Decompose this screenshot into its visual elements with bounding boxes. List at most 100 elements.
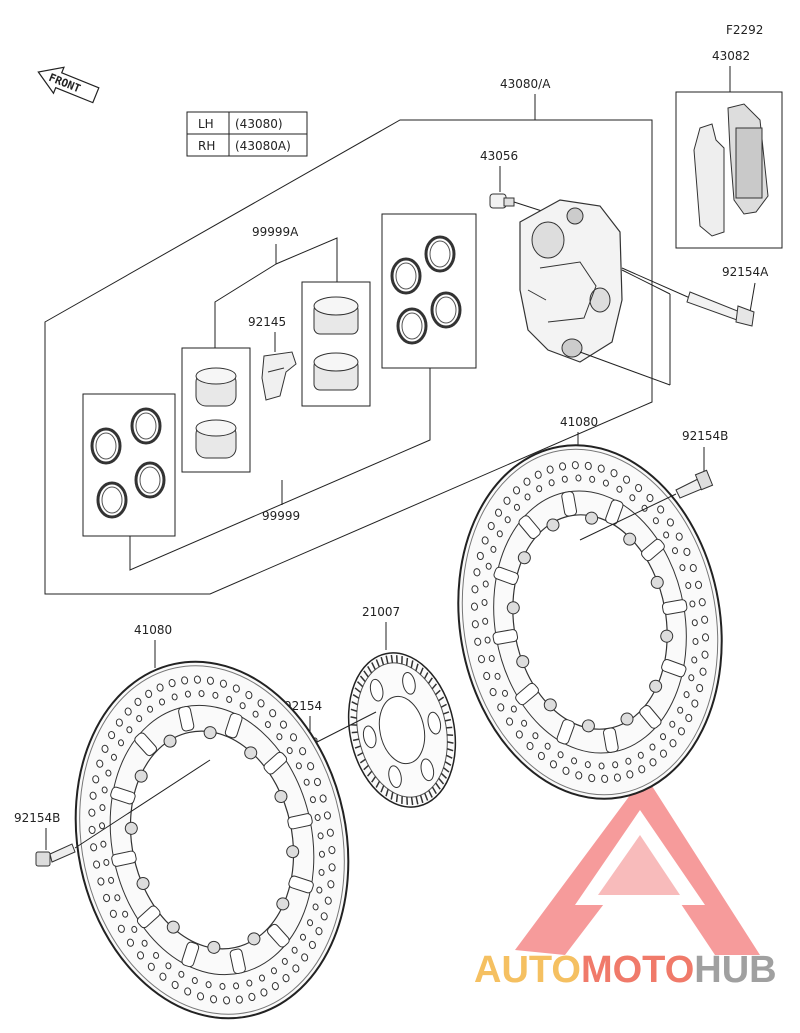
- disc-hole: [610, 469, 618, 478]
- disc-slot: [267, 923, 290, 948]
- disc-hole: [663, 531, 670, 539]
- label-99999a: 99999A: [252, 225, 299, 239]
- disc-hole: [515, 730, 523, 739]
- disc-hole: [523, 477, 531, 486]
- disc-hole: [482, 580, 489, 588]
- disc-hole: [299, 747, 307, 756]
- disc-hole: [313, 777, 321, 787]
- disc-slot: [229, 948, 246, 975]
- disc-hole: [319, 794, 327, 803]
- sensor-tooth: [356, 681, 364, 688]
- disc-hole: [328, 863, 336, 872]
- disc-button: [506, 601, 520, 615]
- disc-hole: [597, 464, 605, 473]
- disc-button: [163, 734, 177, 748]
- label-92145: 92145: [248, 315, 286, 329]
- disc-hole: [501, 689, 509, 697]
- disc-hole: [156, 683, 164, 692]
- disc-hole: [532, 732, 539, 740]
- sensor-tooth: [415, 663, 419, 672]
- disc-hole: [147, 705, 154, 713]
- sensor-tooth: [406, 796, 409, 805]
- disc-slot: [641, 538, 665, 562]
- disc-hole: [494, 672, 501, 680]
- sensor-tooth: [395, 794, 399, 803]
- disc-hole: [286, 747, 293, 755]
- disc-slot: [561, 491, 578, 517]
- disc-hole: [226, 695, 233, 703]
- disc-bolt-right-icon: [579, 469, 714, 541]
- disc-hole: [471, 585, 479, 594]
- sensor-tooth: [446, 734, 454, 737]
- disc-slot: [605, 499, 624, 525]
- sensor-tooth: [443, 711, 450, 715]
- disc-hole: [99, 822, 106, 830]
- label-21007: 21007: [362, 605, 400, 619]
- disc-hole: [546, 465, 554, 474]
- disc-hole: [559, 462, 567, 471]
- sensor-tooth: [410, 660, 414, 668]
- disc-hole: [315, 927, 323, 936]
- disc-hole: [513, 486, 521, 495]
- disc-hole: [131, 925, 138, 933]
- disc-hole: [97, 877, 105, 886]
- sensor-tooth: [442, 767, 450, 773]
- disc-hole: [105, 769, 112, 777]
- bleeder-valve-icon: [489, 193, 546, 213]
- disc-hole: [109, 909, 117, 918]
- disc-hole: [126, 938, 134, 947]
- disc-hole: [488, 655, 495, 663]
- sensor-tooth: [352, 694, 360, 699]
- disc-slot: [515, 682, 539, 706]
- disc-slot: [639, 704, 662, 729]
- disc-slot: [263, 751, 288, 775]
- disc-hole: [637, 751, 644, 759]
- disc-slot: [518, 515, 541, 540]
- sensor-tooth: [431, 786, 437, 795]
- disc-hole: [246, 979, 253, 987]
- sensor-tooth: [380, 785, 385, 793]
- disc-hole: [691, 699, 699, 708]
- disc-hole: [496, 530, 503, 538]
- disc-slots: [492, 491, 688, 753]
- sensor-tooth: [428, 790, 433, 798]
- sensor-tooth: [367, 665, 373, 674]
- label-92154: 92154: [284, 699, 322, 713]
- disc-hole: [101, 744, 109, 753]
- disc-hole: [487, 521, 495, 531]
- disc-button: [276, 897, 290, 911]
- disc-slot: [556, 719, 575, 745]
- disc-hole: [575, 474, 582, 482]
- disc-hole: [318, 850, 325, 858]
- sensor-tooth: [401, 796, 403, 804]
- disc-hole: [669, 739, 677, 748]
- sensor-tooth: [405, 657, 409, 666]
- disc-button: [136, 876, 150, 890]
- brake-pad-icon: [693, 103, 769, 237]
- disc-slot: [493, 566, 519, 585]
- disc-hole: [324, 896, 332, 905]
- sensor-tooth: [354, 745, 361, 749]
- disc-hole: [168, 678, 176, 688]
- disc-hole: [689, 600, 696, 608]
- disc-hole: [685, 713, 693, 723]
- disc-hole: [114, 894, 121, 902]
- disc-hole: [616, 485, 623, 493]
- sensor-tooth: [363, 764, 369, 771]
- disc-hole: [537, 751, 545, 761]
- disc-hole: [688, 674, 695, 682]
- front-arrow-icon: FRONT: [37, 66, 100, 104]
- sensor-tooth: [385, 788, 389, 797]
- disc-hole: [699, 667, 707, 676]
- disc-hole: [205, 981, 212, 989]
- disc-hole: [279, 720, 288, 729]
- sensor-teeth: [350, 654, 454, 806]
- disc-hole: [327, 880, 335, 889]
- disc-hole: [193, 675, 201, 684]
- sensor-tooth: [438, 696, 445, 702]
- disc-hole: [557, 751, 564, 759]
- sensor-tooth: [359, 758, 366, 764]
- disc-hole: [291, 946, 298, 954]
- disc-button: [516, 655, 530, 669]
- disc-hole: [649, 758, 657, 767]
